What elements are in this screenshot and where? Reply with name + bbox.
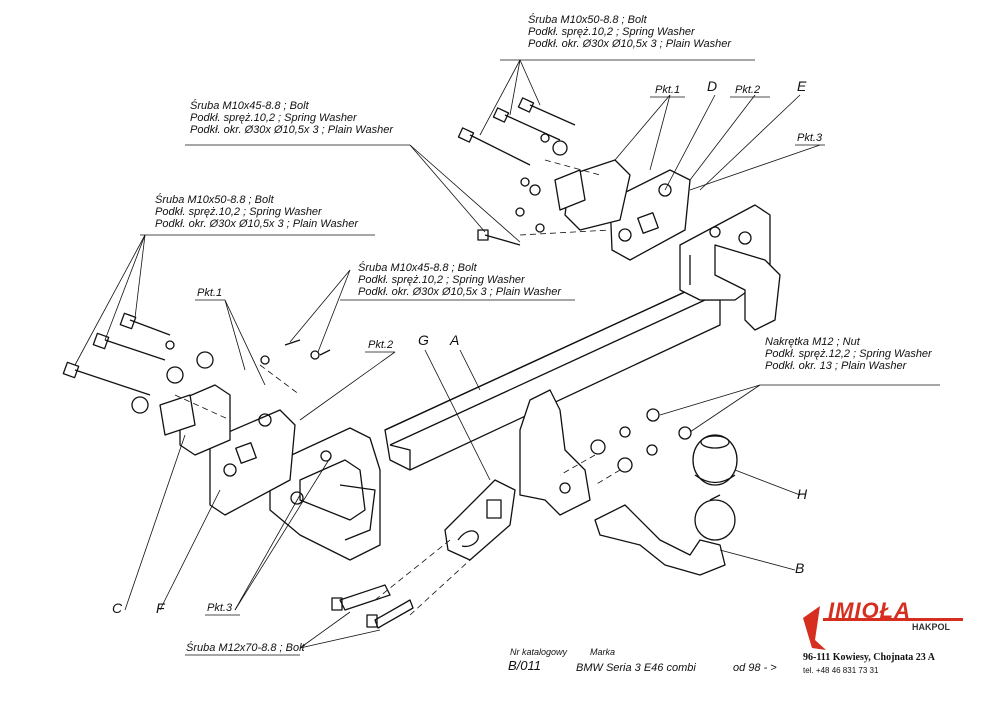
ball-mount-bracket	[519, 389, 591, 516]
callout-line: Podkł. okr. Ø30x Ø10,5x 3 ; Plain Washer	[358, 286, 561, 298]
company-logo-sub: HAKPOL	[912, 622, 950, 632]
nuts-right	[590, 408, 692, 473]
part-letter-h: H	[797, 486, 808, 502]
callout-line: Śruba M10x50-8.8 ; Bolt	[155, 194, 274, 206]
model-year: od 98 - >	[733, 662, 777, 674]
pkt2-top-label: Pkt.2	[735, 84, 761, 96]
callout-line: Podkł. spręż.10,2 ; Spring Washer	[528, 26, 695, 38]
callout-nut-right: Nakrętka M12 ; Nut Podkł. spręż.12,2 ; S…	[765, 336, 932, 372]
label-rules	[140, 59, 940, 656]
logo-mark	[803, 606, 963, 650]
tow-ball-neck	[594, 494, 736, 576]
callout-line: Podkł. okr. Ø30x Ø10,5x 3 ; Plain Washer	[190, 124, 393, 136]
part-letter-a: A	[450, 332, 460, 348]
left-side-bracket	[269, 427, 381, 561]
callout-line: Podkł. okr. 13 ; Plain Washer	[765, 360, 907, 372]
company-address: 96-111 Kowiesy, Chojnata 23 A	[803, 652, 935, 663]
vehicle-model: BMW Seria 3 E46 combi	[576, 662, 696, 674]
part-letter-e: E	[797, 78, 807, 94]
callout-line: Podkł. spręż.12,2 ; Spring Washer	[765, 348, 932, 360]
pkt2-mid-label: Pkt.2	[368, 339, 394, 351]
callout-line: Podkł. okr. Ø30x Ø10,5x 3 ; Plain Washer	[155, 218, 358, 230]
company-logo-name: IMIOŁA	[828, 598, 911, 623]
callout-bolt-top-right: Śruba M10x50-8.8 ; Bolt Podkł. spręż.10,…	[528, 14, 731, 50]
callout-line: Śruba M10x45-8.8 ; Bolt	[190, 100, 309, 112]
leader-lines	[74, 59, 821, 649]
company-phone: tel. +48 46 831 73 31	[803, 666, 879, 675]
bolts-bottom	[331, 584, 414, 629]
pkt1-left-label: Pkt.1	[197, 287, 223, 299]
right-mounting-plate	[554, 159, 691, 261]
callout-bolt-left: Śruba M10x50-8.8 ; Bolt Podkł. spręż.10,…	[155, 194, 358, 230]
pkt3-bottom-label: Pkt.3	[207, 602, 233, 614]
catalog-number: B/011	[508, 658, 542, 673]
callout-bolt-center: Śruba M10x45-8.8 ; Bolt Podkł. spręż.10,…	[358, 262, 561, 298]
part-letter-d: D	[707, 78, 718, 94]
assembly-lines	[174, 159, 621, 616]
ball-cap	[692, 434, 738, 486]
callout-line: Śruba M10x45-8.8 ; Bolt	[358, 262, 477, 274]
pkt1-top-label: Pkt.1	[655, 84, 681, 96]
callout-line: Podkł. spręż.10,2 ; Spring Washer	[358, 274, 525, 286]
left-mounting-plate	[159, 384, 296, 516]
callout-line: Śruba M10x50-8.8 ; Bolt	[528, 14, 647, 26]
right-side-bracket	[679, 204, 781, 331]
socket-plate	[444, 479, 516, 561]
bolts-left	[62, 312, 331, 414]
part-letter-g: G	[418, 332, 429, 348]
bolts-top	[457, 97, 576, 246]
part-letter-c: C	[112, 600, 123, 616]
callout-bolt-mid-left: Śruba M10x45-8.8 ; Bolt Podkł. spręż.10,…	[190, 100, 393, 136]
brand-label: Marka	[590, 647, 616, 657]
part-letter-f: F	[156, 600, 165, 616]
part-letter-b: B	[795, 560, 805, 576]
callout-line: Podkł. spręż.10,2 ; Spring Washer	[190, 112, 357, 124]
callout-line: Nakrętka M12 ; Nut	[765, 336, 860, 348]
callout-bolt-bottom: Śruba M12x70-8.8 ; Bolt	[186, 642, 305, 654]
callout-line: Podkł. okr. Ø30x Ø10,5x 3 ; Plain Washer	[528, 38, 731, 50]
pkt3-top-label: Pkt.3	[797, 132, 823, 144]
callout-line: Podkł. spręż.10,2 ; Spring Washer	[155, 206, 322, 218]
catalog-number-label: Nr katalogowy	[510, 647, 568, 657]
